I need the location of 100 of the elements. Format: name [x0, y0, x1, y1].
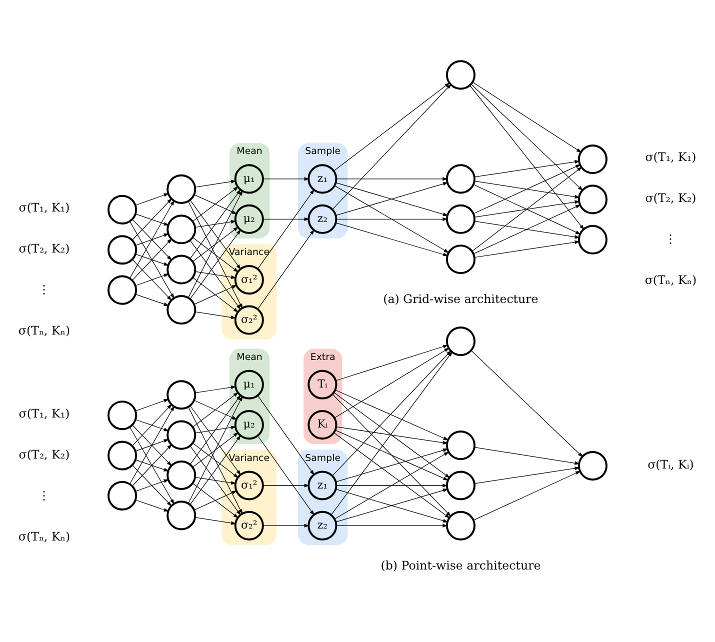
node-circle: [108, 480, 138, 511]
node-label: σ(T₁, K₁): [645, 150, 696, 164]
arrow: [194, 386, 236, 394]
arrow: [132, 424, 172, 466]
node-circle: [108, 235, 138, 265]
node-label: σ(Tᵢ, Kᵢ): [648, 458, 694, 472]
arrow: [336, 484, 448, 488]
node-circle: Kᵢ: [308, 410, 338, 440]
arrow: [194, 180, 236, 188]
arrow: [194, 284, 238, 305]
arrow: [334, 185, 450, 253]
arrow: [473, 164, 581, 214]
arrow: [334, 452, 450, 520]
arrow: [135, 500, 170, 512]
arrow: [135, 234, 170, 246]
label: ⋮: [38, 282, 50, 297]
arrow: [130, 221, 174, 299]
arrow: [190, 446, 241, 516]
node-label: σ(Tₙ, Kₙ): [18, 529, 70, 544]
arrow: [129, 200, 174, 279]
arrow: [135, 193, 170, 206]
arrow: [474, 180, 580, 199]
node-circle: [108, 275, 138, 305]
arrow: [194, 476, 236, 485]
arrow: [334, 432, 450, 518]
arrow: [188, 396, 243, 504]
arrow: [192, 186, 239, 222]
arrow: [135, 419, 170, 432]
arrow: [192, 237, 239, 272]
node-circle: [446, 204, 476, 234]
arrow: [190, 435, 241, 505]
arrow: [335, 390, 449, 440]
arrow: [192, 392, 239, 428]
arrow: [194, 400, 238, 420]
node-label: σ(T₂, K₂): [18, 447, 70, 462]
arrow: [132, 404, 172, 446]
node-circle: [446, 164, 476, 194]
node-label: σ(T₁, K₁): [18, 406, 70, 420]
label: ⋮: [38, 488, 50, 502]
arrow: [132, 464, 172, 506]
arrow: [474, 466, 580, 484]
arrow: [336, 344, 448, 381]
arrow: [262, 217, 310, 221]
arrow: [132, 198, 172, 240]
arrow: [336, 182, 448, 216]
node-circle: [108, 400, 138, 430]
arrow: [336, 426, 448, 445]
arrow: [334, 392, 450, 478]
arrow: [335, 430, 449, 480]
arrow: [474, 160, 580, 178]
arrow: [135, 254, 170, 266]
arrow: [130, 426, 174, 504]
node-label: σ(T₂, K₂): [645, 191, 696, 206]
arrow: [194, 426, 236, 434]
node-label: σ(Tₙ, Kₙ): [644, 273, 697, 288]
arrow: [132, 444, 172, 486]
arrow: [262, 484, 310, 488]
arrow: [470, 84, 584, 191]
arrow: [135, 479, 170, 492]
arrow: [188, 406, 243, 514]
arrow: [135, 274, 170, 286]
arrow: [190, 200, 241, 270]
arrow: [135, 399, 170, 412]
node-circle: [446, 430, 476, 460]
label: ⋮: [664, 232, 677, 246]
arrow: [336, 217, 448, 221]
arrow: [332, 394, 452, 517]
arrow: [194, 220, 236, 228]
arrow: [190, 189, 241, 260]
arrow: [192, 277, 239, 312]
arrow: [194, 271, 236, 279]
arrow: [135, 439, 170, 452]
arrow: [190, 405, 241, 476]
arrow: [262, 524, 310, 528]
arrow: [192, 226, 239, 262]
arrow: [474, 200, 580, 218]
arrow: [194, 311, 236, 320]
arrow: [473, 470, 581, 520]
arrow: [473, 204, 581, 254]
arrow: [474, 240, 580, 258]
node-circle: [446, 244, 476, 274]
arrow: [336, 177, 448, 181]
arrow: [192, 483, 239, 518]
arrow: [132, 219, 172, 260]
arrow: [333, 82, 450, 172]
label: (b) Point-wise architecture: [380, 558, 541, 572]
arrow: [132, 238, 172, 281]
node-label: σ(T₂, K₂): [18, 242, 70, 256]
arrow: [135, 214, 170, 226]
arrow: [129, 406, 174, 484]
arrow: [473, 184, 581, 234]
arrow: [188, 200, 243, 309]
arrow: [135, 294, 170, 306]
arrow: [334, 348, 450, 418]
arrow: [194, 194, 238, 214]
arrow: [188, 190, 243, 298]
arrow: [258, 396, 314, 476]
arrow: [190, 240, 241, 310]
arrow: [336, 524, 448, 528]
arrow: [132, 259, 172, 301]
